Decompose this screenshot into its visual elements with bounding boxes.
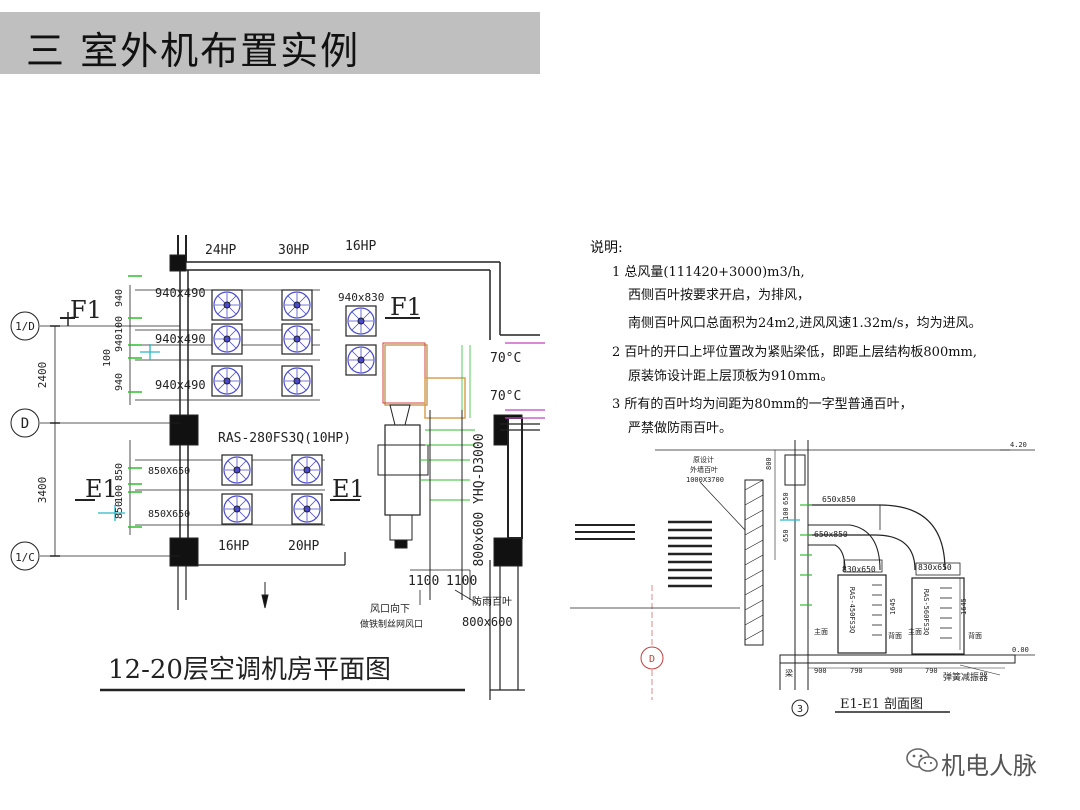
louver-size-label: 800x600 <box>462 615 513 629</box>
elevation-label: 4.20 <box>1010 441 1027 449</box>
title-bar: 三 室外机布置实例 <box>0 12 540 74</box>
unit-model-label: RAS-560FS3Q <box>922 589 930 635</box>
unit-size-label: 850X650 <box>148 509 190 520</box>
unit-size-label: 940x490 <box>155 286 206 300</box>
unit-size-label: 940x490 <box>155 332 206 346</box>
dim-label: 900 <box>814 667 827 675</box>
beam-label: 梁 <box>785 669 793 678</box>
note-label: 风口向下 <box>370 602 410 615</box>
face-label: 主面 <box>908 627 922 636</box>
note-line: 2 百叶的开口上坪位置改为紧贴梁低，即距上层结构板800mm, <box>612 344 977 360</box>
dim-label: 1100 <box>446 574 477 589</box>
hp-label: 24HP <box>205 243 236 258</box>
dim-label: 940 <box>114 334 125 352</box>
louver-label: 防雨百叶 <box>472 595 512 608</box>
hp-label: 20HP <box>288 539 319 554</box>
watermark-text: 机电人脉 <box>941 752 1037 780</box>
hp-label: 30HP <box>278 243 309 258</box>
face-label: 背面 <box>888 631 902 640</box>
note-line: 南侧百叶风口总面积为24m2,进风风速1.32m/s，均为进风。 <box>628 315 982 331</box>
section-mark-e1-right: E1 <box>332 475 365 503</box>
watermark: 机电人脉 <box>905 742 1055 782</box>
page-title: 三 室外机布置实例 <box>26 29 361 73</box>
axis-label: 3 <box>797 704 803 715</box>
dim-label: 790 <box>850 667 863 675</box>
face-label: 主面 <box>814 627 828 636</box>
section-drawing <box>570 440 1035 717</box>
dim-label: 940 <box>114 373 125 391</box>
dim-label: 850 <box>114 501 125 519</box>
section-mark-f1-right: F1 <box>390 293 422 321</box>
dim-label: 100 <box>114 316 125 334</box>
elevation-label: 0.00 <box>1012 646 1029 654</box>
dim-label: 100 <box>102 349 113 367</box>
hp-label: 16HP <box>218 539 249 554</box>
temp-label: 70°C <box>490 351 521 366</box>
axis-label: D <box>21 416 29 432</box>
dim-label: 850 <box>114 463 125 481</box>
dim-label: 900 <box>890 667 903 675</box>
duct-label: 830x650 <box>842 565 876 574</box>
unit-size-label: 940x830 <box>338 291 384 304</box>
louver-note: 1000X3700 <box>686 476 724 484</box>
duct-label: 830x650 <box>918 563 952 572</box>
plan-caption: 12-20层空调机房平面图 <box>108 655 391 685</box>
dim-label: 800 <box>765 457 773 470</box>
dim-label: 650 <box>782 492 790 505</box>
floor-plan <box>10 235 664 700</box>
note-line: 严禁做防雨百叶。 <box>628 420 732 436</box>
dim-label: 2400 <box>36 362 49 389</box>
axis-label: 1/D <box>15 320 35 333</box>
dim-label: 1645 <box>960 598 968 615</box>
hp-label: 16HP <box>345 239 376 254</box>
dim-label: 1645 <box>889 598 897 615</box>
duct-label: 650x850 <box>814 530 848 539</box>
unit-size-label: 850X650 <box>148 466 190 477</box>
notes-heading: 说明: <box>590 240 623 256</box>
dim-label: 100 <box>782 507 790 520</box>
dim-label: 100 <box>114 485 125 503</box>
axis-label: D <box>649 654 655 665</box>
section-labels: 4.20 0.00 原设计 外墙百叶 1000X3700 650x850 650… <box>649 441 1029 715</box>
note-line: 原装饰设计距上层顶板为910mm。 <box>628 369 833 384</box>
note-line: 1 总风量(111420+3000)m3/h, <box>612 265 805 280</box>
axis-label: 1/C <box>15 551 35 564</box>
note-line: 3 所有的百叶均为间距为80mm的一字型普通百叶， <box>612 396 913 412</box>
duct-label: 650x850 <box>822 495 856 504</box>
dim-label: 650 <box>782 529 790 542</box>
dim-label: 790 <box>925 667 938 675</box>
section-mark-f1-left: F1 <box>70 296 102 324</box>
notes-block: 说明: 1 总风量(111420+3000)m3/h, 西侧百叶按要求开启，为排… <box>590 240 982 436</box>
section-mark-e1-left: E1 <box>85 475 118 503</box>
face-label: 背面 <box>968 631 982 640</box>
unit-model-label: RAS-450FS3Q <box>848 587 856 633</box>
model-label: RAS-280FS3Q(10HP) <box>218 431 351 446</box>
note-line: 西侧百叶按要求开启，为排风， <box>628 288 810 303</box>
spring-label: 弹簧减振器 <box>943 671 988 683</box>
dim-label: 1100 <box>408 574 439 589</box>
wechat-icon <box>906 748 938 772</box>
dim-label: 3400 <box>36 477 49 504</box>
plan-labels: 24HP 30HP 16HP 940x490 940x490 940x490 9… <box>15 239 521 685</box>
note-label: 做铁制丝网风口 <box>360 618 423 630</box>
temp-label: 70°C <box>490 389 521 404</box>
unit-size-label: 940x490 <box>155 378 206 392</box>
section-caption: E1-E1 剖面图 <box>840 697 923 712</box>
louver-note: 原设计 <box>693 455 714 464</box>
duct-label: 800x600 YHQ-D3000 <box>472 433 487 566</box>
louver-note: 外墙百叶 <box>690 465 718 474</box>
dim-label: 940 <box>114 289 125 307</box>
